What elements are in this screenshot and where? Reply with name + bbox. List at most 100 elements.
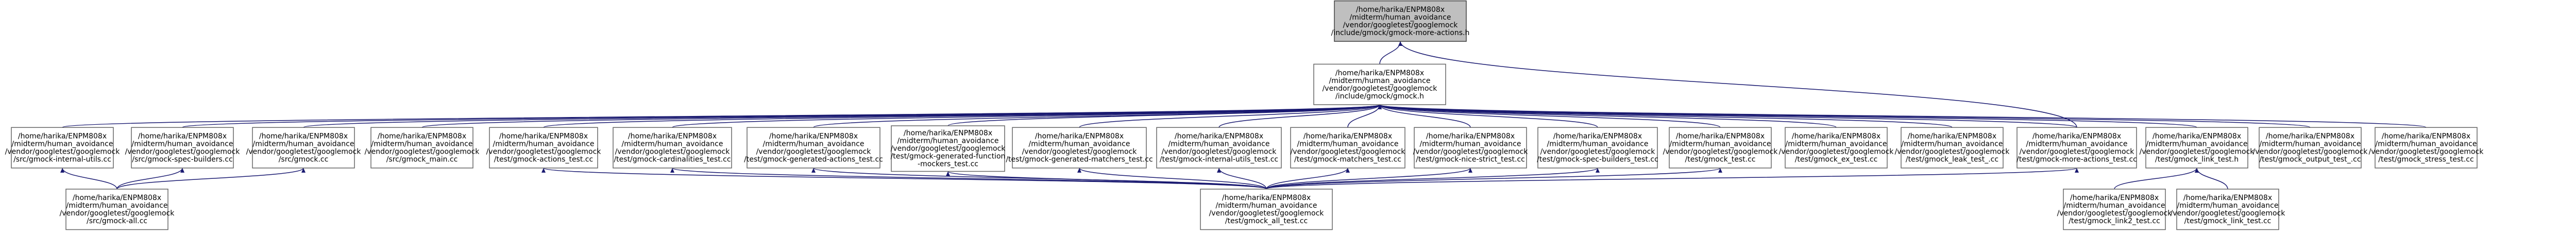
node-label-line: /home/harika/ENPM808x bbox=[499, 132, 588, 141]
file-node-n11[interactable]: /home/harika/ENPM808x/midterm/human_avoi… bbox=[1156, 127, 1282, 169]
node-label-line: /home/harika/ENPM808x bbox=[2153, 132, 2241, 141]
node-box[interactable] bbox=[1012, 127, 1147, 169]
node-box[interactable] bbox=[2063, 189, 2166, 230]
node-label-line: /midterm/human_avoidance bbox=[371, 140, 473, 148]
file-node-n19[interactable]: /home/harika/ENPM808x/midterm/human_avoi… bbox=[2140, 127, 2255, 169]
node-label-line: /home/harika/ENPM808x bbox=[18, 132, 107, 141]
node-label-line: /test/gmock_ex_test.cc bbox=[1795, 156, 1878, 164]
node-label-line: /midterm/human_avoidance bbox=[1350, 13, 1451, 22]
root-node-box[interactable] bbox=[1334, 0, 1467, 42]
node-label-line: /midterm/human_avoidance bbox=[1420, 140, 1521, 148]
file-node-n13[interactable]: /home/harika/ENPM808x/midterm/human_avoi… bbox=[1413, 127, 1529, 169]
node-box[interactable] bbox=[613, 127, 732, 169]
file-node-n25[interactable]: /home/harika/ENPM808x/midterm/human_avoi… bbox=[2171, 189, 2286, 230]
node-label-line: /home/harika/ENPM808x bbox=[2032, 132, 2121, 141]
node-box[interactable] bbox=[252, 127, 355, 169]
edge-n7-n23 bbox=[670, 168, 1267, 190]
node-box[interactable] bbox=[1537, 127, 1658, 169]
node-box[interactable] bbox=[370, 127, 473, 169]
file-node-n1[interactable]: /home/harika/ENPM808x/midterm/human_avoi… bbox=[1313, 63, 1446, 105]
edge-n11-n23 bbox=[1217, 168, 1267, 190]
node-box[interactable] bbox=[1901, 127, 2004, 169]
file-node-n24[interactable]: /home/harika/ENPM808x/midterm/human_avoi… bbox=[2057, 189, 2173, 230]
node-box[interactable] bbox=[891, 125, 1005, 172]
file-node-n6[interactable]: /home/harika/ENPM808x/midterm/human_avoi… bbox=[486, 127, 602, 169]
file-node-n18[interactable]: /home/harika/ENPM808x/midterm/human_avoi… bbox=[2016, 127, 2137, 169]
node-box[interactable] bbox=[131, 127, 234, 169]
file-node-n2[interactable]: /home/harika/ENPM808x/midterm/human_avoi… bbox=[5, 127, 121, 169]
file-node-n5[interactable]: /home/harika/ENPM808x/midterm/human_avoi… bbox=[365, 127, 480, 169]
node-label-line: /src/gmock_main.cc bbox=[386, 156, 458, 164]
node-box[interactable] bbox=[1200, 189, 1333, 230]
node-box[interactable] bbox=[1156, 127, 1282, 169]
node-label-line: /home/harika/ENPM808x bbox=[1222, 194, 1311, 202]
node-label-line: /vendor/googletest/googlemock bbox=[756, 148, 872, 156]
node-label-line: /home/harika/ENPM808x bbox=[1426, 132, 1515, 141]
node-label-line: /midterm/human_avoidance bbox=[493, 140, 595, 148]
node-label-line: /midterm/human_avoidance bbox=[1029, 140, 1130, 148]
edge-n1-n11 bbox=[1218, 104, 1382, 128]
node-label-line: /vendor/googletest/googlemock bbox=[1162, 148, 1277, 156]
node-box[interactable] bbox=[11, 127, 114, 169]
file-node-n14[interactable]: /home/harika/ENPM808x/midterm/human_avoi… bbox=[1537, 127, 1658, 169]
file-node-n9[interactable]: /home/harika/ENPM808x/midterm/human_avoi… bbox=[891, 125, 1006, 172]
file-node-n20[interactable]: /home/harika/ENPM808x/midterm/human_avoi… bbox=[2253, 127, 2368, 169]
file-node-n22[interactable]: /home/harika/ENPM808x/midterm/human_avoi… bbox=[60, 189, 175, 230]
file-node-n4[interactable]: /home/harika/ENPM808x/midterm/human_avoi… bbox=[246, 127, 362, 169]
node-label-line: /vendor/googletest/googlemock bbox=[1540, 148, 1656, 156]
file-node-n0[interactable]: /home/harika/ENPM808x/midterm/human_avoi… bbox=[1331, 0, 1470, 42]
node-label-line: /midterm/human_avoidance bbox=[1786, 140, 1887, 148]
node-label-line: /home/harika/ENPM808x bbox=[2070, 194, 2159, 202]
node-label-line: /midterm/human_avoidance bbox=[132, 140, 233, 148]
node-box[interactable] bbox=[747, 127, 880, 169]
file-node-n21[interactable]: /home/harika/ENPM808x/midterm/human_avoi… bbox=[2369, 127, 2484, 169]
node-label-line: /home/harika/ENPM808x bbox=[1303, 132, 1392, 141]
edge-n1-n17 bbox=[1378, 104, 1953, 128]
node-label-line: /test/gmock-internal-utils_test.cc bbox=[1160, 156, 1278, 164]
node-box[interactable] bbox=[1414, 127, 1527, 169]
node-label-line: /vendor/googletest/googlemock bbox=[2057, 209, 2173, 218]
node-box[interactable] bbox=[1313, 63, 1446, 105]
node-box[interactable] bbox=[2176, 189, 2279, 230]
node-box[interactable] bbox=[2016, 127, 2137, 169]
file-node-n15[interactable]: /home/harika/ENPM808x/midterm/human_avoi… bbox=[1663, 127, 1778, 169]
node-label-line: /midterm/human_avoidance bbox=[2177, 202, 2279, 210]
node-label-line: /vendor/googletest/googlemock bbox=[2369, 148, 2484, 156]
node-label-line: /home/harika/ENPM808x bbox=[138, 132, 227, 141]
edge-n1-n2 bbox=[62, 104, 1381, 128]
file-node-n8[interactable]: /home/harika/ENPM808x/midterm/human_avoi… bbox=[744, 127, 883, 169]
node-label-line: /home/harika/ENPM808x bbox=[2382, 132, 2470, 141]
node-box[interactable] bbox=[1785, 127, 1888, 169]
node-label-line: /home/harika/ENPM808x bbox=[378, 132, 466, 141]
node-label-line: /vendor/googletest/googlemock bbox=[1022, 148, 1138, 156]
node-label-line: /vendor/googletest/googlemock bbox=[2020, 148, 2135, 156]
edge-n19-n24 bbox=[2114, 168, 2199, 190]
file-node-n10[interactable]: /home/harika/ENPM808x/midterm/human_avoi… bbox=[1006, 127, 1153, 169]
node-label-line: /vendor/googletest/googlemock bbox=[60, 209, 175, 218]
node-box[interactable] bbox=[2259, 127, 2362, 169]
edge-n19-n25 bbox=[2195, 168, 2228, 189]
file-node-n23[interactable]: /home/harika/ENPM808x/midterm/human_avoi… bbox=[1200, 189, 1333, 230]
node-box[interactable] bbox=[2375, 127, 2478, 169]
file-node-n7[interactable]: /home/harika/ENPM808x/midterm/human_avoi… bbox=[613, 127, 732, 169]
node-box[interactable] bbox=[2145, 127, 2248, 169]
node-label-line: /vendor/googletest/googlemock bbox=[1895, 148, 2010, 156]
file-node-n16[interactable]: /home/harika/ENPM808x/midterm/human_avoi… bbox=[1779, 127, 1894, 169]
edge-n18-n23 bbox=[1266, 168, 2079, 190]
node-box[interactable] bbox=[1290, 127, 1405, 169]
node-box[interactable] bbox=[489, 127, 598, 169]
node-label-line: /midterm/human_avoidance bbox=[1168, 140, 1270, 148]
node-label-line: /midterm/human_avoidance bbox=[1902, 140, 2003, 148]
node-label-line: /home/harika/ENPM808x bbox=[1908, 132, 1996, 141]
node-label-line: /test/gmock_test.cc bbox=[1685, 156, 1756, 164]
edge-n1-n6 bbox=[543, 104, 1382, 128]
file-node-n17[interactable]: /home/harika/ENPM808x/midterm/human_avoi… bbox=[1895, 127, 2010, 169]
file-node-n12[interactable]: /home/harika/ENPM808x/midterm/human_avoi… bbox=[1290, 127, 1406, 169]
node-label-line: /midterm/human_avoidance bbox=[12, 140, 113, 148]
file-node-n3[interactable]: /home/harika/ENPM808x/midterm/human_avoi… bbox=[125, 127, 241, 169]
node-label-line: /midterm/human_avoidance bbox=[2026, 140, 2128, 148]
edge-n1-n15 bbox=[1378, 104, 1721, 128]
node-box[interactable] bbox=[65, 189, 168, 230]
node-box[interactable] bbox=[1669, 127, 1772, 169]
edge-n0-n1 bbox=[1379, 41, 1402, 64]
